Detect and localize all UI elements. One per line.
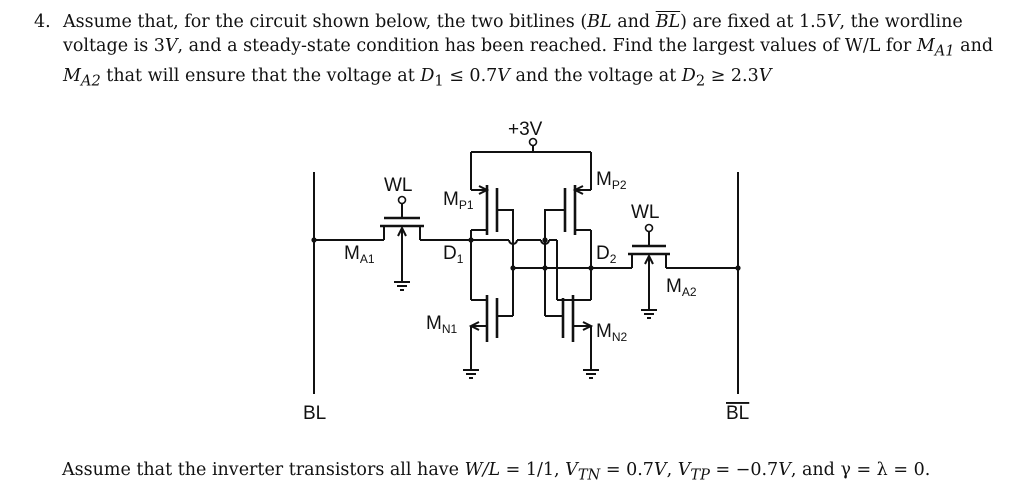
problem-text-part: , and a steady-state condition has been … <box>177 36 917 56</box>
ground-symbol <box>463 369 479 379</box>
node-d1-wiring <box>468 237 558 300</box>
ma1-label: MA1 <box>344 243 375 266</box>
footer-text-part: = −0.7 <box>709 460 779 480</box>
problem-text-part: , the wordline voltage is 3 <box>63 12 963 56</box>
node-d2-wiring <box>510 240 594 300</box>
footer-text-part: , <box>666 460 678 480</box>
volt-unit: V <box>653 460 667 480</box>
supply-label: +3V <box>508 119 543 140</box>
volt-unit: V <box>826 12 840 32</box>
footer-text-part: = 1/1, <box>500 460 566 480</box>
pmos-mp1 <box>470 185 514 240</box>
bitline-bar-label: BL <box>726 403 749 424</box>
wl-ratio: W/L <box>464 460 501 480</box>
problem-text-part: ≤ 0.7 <box>443 65 498 86</box>
volt-unit: V <box>164 36 178 56</box>
problem-statement: 4. Assume that, for the circuit shown be… <box>34 10 1009 93</box>
footer-text-part: , and <box>790 460 841 480</box>
footer-text-part: Assume that the inverter transistors all… <box>62 460 465 480</box>
nmos-mn1 <box>468 295 514 370</box>
mp2-label: MP2 <box>596 169 627 192</box>
d1-ref-sub: 1 <box>434 72 444 89</box>
nmos-mn2 <box>544 268 594 370</box>
d2-ref-sub: 2 <box>695 72 706 89</box>
ma2-ref: M <box>63 65 81 86</box>
ma1-ref-sub: A1 <box>934 42 955 60</box>
problem-number: 4. <box>34 12 51 32</box>
bitline-ref: BL <box>587 12 612 32</box>
mp1-label: MP1 <box>443 189 474 212</box>
access-transistor-ma2 <box>591 223 741 319</box>
mn1-label: MN1 <box>426 313 457 336</box>
problem-text-part: and the voltage at <box>509 65 682 86</box>
wordline-label-right: WL <box>631 202 660 223</box>
mn2-label: MN2 <box>596 321 627 344</box>
problem-text-part: Assume that, for the circuit shown below… <box>63 12 588 32</box>
wordline-label-left: WL <box>384 175 413 196</box>
ma1-ref: M <box>916 36 935 56</box>
problem-text-part: and <box>611 12 656 32</box>
d1-label: D1 <box>443 243 464 266</box>
ma2-ref-sub: A2 <box>80 72 101 89</box>
gamma-lambda: γ = λ = 0. <box>840 460 931 480</box>
vtn-symbol: V <box>565 460 578 480</box>
d2-ref: D <box>681 65 696 86</box>
problem-text-part: ≥ 2.3 <box>705 65 759 86</box>
ground-symbol <box>583 369 599 379</box>
d1-ref: D <box>420 65 435 86</box>
volt-unit: V <box>758 65 772 86</box>
bitline-bar-ref: BL <box>655 12 681 32</box>
vtp-sub: TP <box>690 466 710 484</box>
assumptions-text: Assume that the inverter transistors all… <box>62 458 1012 488</box>
footer-text-part: = 0.7 <box>600 460 654 480</box>
vtp-symbol: V <box>677 460 691 480</box>
volt-unit: V <box>497 65 510 86</box>
problem-text-part: that will ensure that the voltage at <box>100 65 421 86</box>
volt-unit: V <box>778 460 791 480</box>
problem-text-part: ) are fixed at 1.5 <box>680 12 827 32</box>
access-transistor-ma1 <box>311 195 471 291</box>
bitline-label: BL <box>303 403 326 424</box>
problem-text: Assume that, for the circuit shown below… <box>63 10 1009 93</box>
problem-text-part: and <box>954 36 994 56</box>
vtn-sub: TN <box>577 466 601 484</box>
supply-terminal <box>470 137 592 190</box>
pmos-mp2 <box>544 185 592 268</box>
ma2-label: MA2 <box>666 276 697 299</box>
d2-label: D2 <box>596 243 617 266</box>
